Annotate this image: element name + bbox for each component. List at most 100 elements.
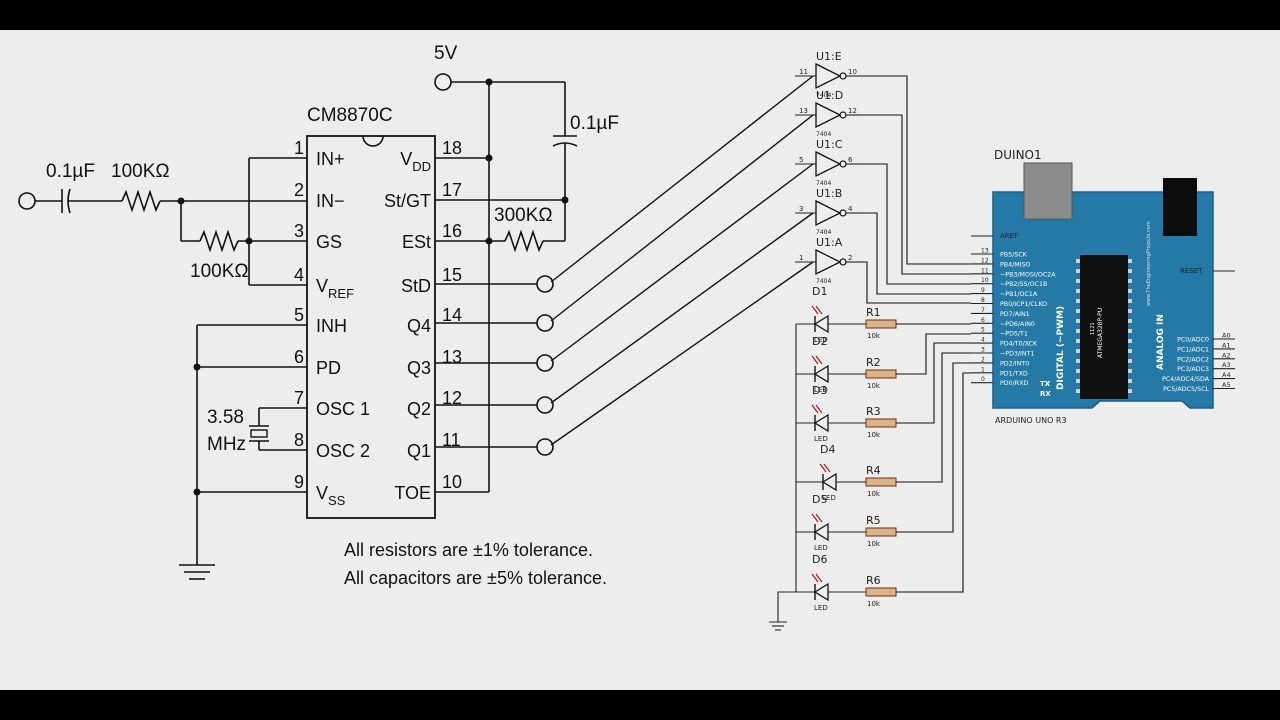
- ic-pin-number-left: 7: [294, 388, 304, 408]
- ic-pin-name-right: StD: [401, 276, 431, 296]
- resistor-name: R3: [866, 405, 881, 418]
- inverter-in-pin: 13: [799, 107, 808, 115]
- digital-pin-name: PD4/T0/XCK: [1000, 341, 1038, 348]
- inverter-in-pin: 11: [799, 68, 808, 76]
- analog-pin-name: PC0/ADC0: [1177, 337, 1209, 344]
- digital-pin-number: 3: [981, 347, 985, 354]
- analog-pin-number: A0: [1222, 332, 1231, 340]
- digital-pin-name: ~PD5/T1: [1000, 331, 1028, 338]
- ic-pin-number-right: 16: [442, 221, 462, 241]
- ic-pin-name-left: IN+: [316, 149, 345, 169]
- ic-pin-name-left: VSS: [316, 483, 346, 508]
- ic-output-terminals: [435, 275, 554, 456]
- inverter-output-wires: [862, 75, 971, 304]
- supply-label: 5V: [434, 43, 458, 64]
- resistor-name: R6: [866, 574, 881, 587]
- led-resistor-wires: [896, 323, 971, 593]
- inverter-in-pin: 1: [799, 254, 803, 262]
- analog-pin-name: PC5/ADC5/SCL: [1163, 386, 1209, 393]
- ic-pin-number-right: 17: [442, 180, 462, 200]
- inverter-part: 7404: [816, 278, 831, 285]
- ic-pin-number-left: 8: [294, 430, 304, 450]
- power-jack: [1163, 178, 1197, 236]
- resistor-100k-feedback-label: 100KΩ: [190, 261, 249, 282]
- ic-pin-name-right: VDD: [400, 149, 431, 174]
- output-terminal: [536, 438, 554, 456]
- digital-pin-number: 13: [981, 248, 989, 255]
- rx-label: RX: [1040, 390, 1051, 398]
- ic-pin-name-right: Q1: [407, 441, 431, 461]
- ic-pin-name-left: OSC 2: [316, 441, 370, 461]
- ic-pin-number-left: 1: [294, 138, 304, 158]
- analog-pin-name: PC4/ADC4/SDA: [1162, 376, 1210, 383]
- digital-pin-number: 1: [981, 366, 985, 373]
- digital-pin-name: PB4/MISO: [1000, 261, 1031, 268]
- analog-pin-number: A2: [1222, 351, 1231, 359]
- digital-pin: 3~PD3/INT1: [971, 347, 1034, 358]
- inverter-out-pin: 4: [848, 205, 853, 213]
- inverter-name: U1:C: [816, 138, 843, 151]
- crystal-body: [250, 429, 268, 438]
- ic-pin-number-left: 6: [294, 347, 304, 367]
- cap-vdd-label: 0.1µF: [570, 113, 619, 134]
- inverter-part: 7404: [816, 131, 831, 138]
- digital-pin-number: 5: [981, 327, 985, 334]
- analog-pin-number: A5: [1222, 381, 1231, 389]
- ic-body: [306, 135, 436, 519]
- led-name: D3: [812, 384, 827, 397]
- digital-pin: 10~PB2/SS/OC1B: [971, 277, 1047, 288]
- resistor-value: 10k: [867, 332, 881, 340]
- digital-pin-number: 8: [981, 297, 985, 304]
- output-terminal: [536, 354, 554, 372]
- inverter-out-pin: 2: [848, 254, 852, 262]
- chip-sub: 1121: [1090, 322, 1096, 335]
- resistor-300k: [504, 229, 544, 253]
- digital-pin-number: 2: [981, 356, 985, 363]
- arduino-model: ARDUINO UNO R3: [995, 416, 1067, 425]
- digital-pin-name: PB5/SCK: [1000, 252, 1028, 259]
- chip-label: ATMEGA328P-PU: [1097, 308, 1104, 358]
- cap-input-label: 0.1µF: [46, 161, 95, 182]
- ic-pin-name-left: VREF: [316, 276, 354, 301]
- digital-pin-number: 9: [981, 287, 985, 294]
- note-capacitors: All capacitors are ±5% tolerance.: [344, 568, 607, 588]
- supply-junction: [485, 78, 493, 86]
- led-type: LED: [822, 494, 836, 502]
- crystal-unit: MHz: [207, 434, 246, 455]
- resistor-300k-label: 300KΩ: [494, 205, 553, 226]
- ic-pin-number-left: 5: [294, 305, 304, 325]
- digital-pin-name: ~PD6/AIN0: [1000, 321, 1035, 328]
- resistor-name: R5: [866, 514, 881, 527]
- led-type: LED: [814, 336, 828, 344]
- ic-pin-name-left: OSC 1: [316, 399, 370, 419]
- ic-pin-number-right: 13: [442, 347, 462, 367]
- resistor-100k-input: [121, 189, 161, 213]
- led-name: D2: [812, 335, 827, 348]
- inverter-part: 7404: [816, 229, 831, 236]
- digital-pin-number: 12: [981, 257, 989, 264]
- analog-pin-name: PC2/ADC2: [1177, 356, 1209, 363]
- led-type: LED: [814, 604, 828, 612]
- digital-pin-name: ~PB1/OC1A: [1000, 291, 1038, 298]
- ic-pin-name-right: Q2: [407, 399, 431, 419]
- ic-pin-name-right: TOE: [394, 483, 431, 503]
- ic-pin-name-left: GS: [316, 232, 342, 252]
- analog-pin-header: A0PC0/ADC0A1PC1/ADC1A2PC2/ADC2A3PC3/ADC3…: [1162, 332, 1235, 393]
- ic-pin-number-right: 15: [442, 265, 462, 285]
